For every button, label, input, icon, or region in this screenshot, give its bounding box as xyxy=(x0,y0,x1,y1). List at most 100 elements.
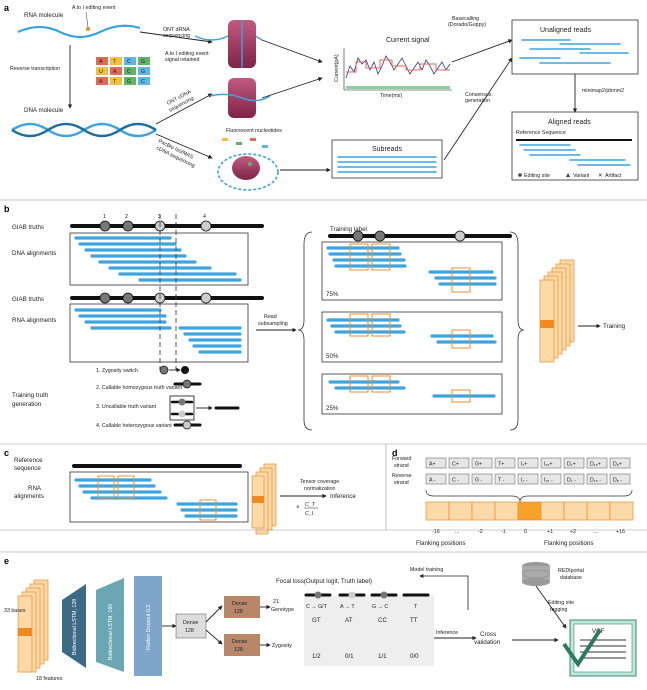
reverse-cell xyxy=(517,473,539,485)
consensus-label: Consensus xyxy=(465,92,492,98)
svg-text:DNA alignments: DNA alignments xyxy=(12,250,56,257)
svg-text:database: database xyxy=(560,575,582,581)
svg-text:G: G xyxy=(127,79,131,85)
svg-text:Unaligned reads: Unaligned reads xyxy=(540,27,591,34)
flank-right-label: Flanking positions xyxy=(544,540,594,547)
genotype-table xyxy=(304,596,434,666)
model-training-label: Model training xyxy=(410,567,443,573)
rna-alignments-box xyxy=(69,303,249,363)
rna-strand xyxy=(17,24,141,39)
position-cell xyxy=(425,501,450,521)
svg-text:GIAB truths: GIAB truths xyxy=(12,224,44,231)
forward-cell xyxy=(563,457,585,469)
svg-text:Current(pA): Current(pA) xyxy=(334,54,340,82)
panel-label-c: c xyxy=(4,448,9,458)
svg-text:25%: 25% xyxy=(326,405,339,412)
svg-text:T: T xyxy=(113,79,117,85)
panel-label-e: e xyxy=(4,556,9,566)
position-label: +16 xyxy=(616,529,625,535)
forward-cell-label: T+ xyxy=(498,462,504,468)
reverse-cell xyxy=(540,473,562,485)
svg-text:1/2: 1/2 xyxy=(312,653,321,660)
svg-text:strand: strand xyxy=(394,463,409,469)
svg-text:G: G xyxy=(141,69,145,75)
dna-helix xyxy=(11,122,157,138)
svg-text:U: U xyxy=(99,69,103,75)
reverse-cell-label: D₁ - xyxy=(567,478,576,484)
vcf-file-icon: VCF xyxy=(562,619,637,677)
svg-text:generation: generation xyxy=(465,98,490,104)
svg-text:C: C xyxy=(127,59,131,65)
reverse-transcription-label: Reverse transcription xyxy=(10,66,60,72)
forward-cell xyxy=(471,457,493,469)
position-cell xyxy=(586,501,611,521)
svg-text:18 features: 18 features xyxy=(36,676,63,682)
svg-text:Artifact: Artifact xyxy=(605,173,622,179)
position-cell xyxy=(448,501,473,521)
svg-text:Subreads: Subreads xyxy=(372,146,402,153)
subreads-box: Subreads xyxy=(331,139,443,179)
svg-text:Reference: Reference xyxy=(14,457,43,464)
panel-b: b GIAB truths DNA alignments 1 2 3 4 GIA… xyxy=(4,204,626,431)
svg-text:Reverse: Reverse xyxy=(392,473,412,479)
svg-text:G: G xyxy=(141,59,145,65)
basecalling-label: Basecalling xyxy=(452,16,479,22)
reverse-cell-label: C - xyxy=(452,478,459,484)
dense-main-block xyxy=(175,613,207,639)
nanopore-drna xyxy=(194,20,263,68)
unaligned-reads-box: Unaligned reads xyxy=(511,19,639,75)
svg-text:Bidirectional LSTM, 160: Bidirectional LSTM, 160 xyxy=(108,604,114,660)
svg-text:RNA alignments: RNA alignments xyxy=(12,317,56,324)
forward-cell xyxy=(448,457,470,469)
svg-text:C: C xyxy=(127,69,131,75)
lstm-2-block xyxy=(96,578,124,672)
reverse-cell-label: D₁₅ - xyxy=(590,478,601,484)
reverse-cell xyxy=(609,473,631,485)
flank-left-label: Flanking positions xyxy=(416,540,466,547)
forward-cell-label: Dₑ+ xyxy=(613,462,622,468)
svg-text:Dense: Dense xyxy=(183,620,198,626)
svg-text:alignments: alignments xyxy=(14,493,44,500)
svg-text:2. Callable homozygous truth v: 2. Callable homozygous truth variant xyxy=(96,385,183,391)
svg-text:normalization: normalization xyxy=(304,486,336,492)
svg-text:21: 21 xyxy=(273,599,279,605)
svg-text:128: 128 xyxy=(234,647,243,653)
svg-text:Bidirectional LSTM, 128: Bidirectional LSTM, 128 xyxy=(72,599,78,655)
svg-text:signal retained: signal retained xyxy=(165,57,200,63)
svg-text:1/1: 1/1 xyxy=(378,653,387,660)
svg-text:128: 128 xyxy=(185,628,194,634)
forward-cell xyxy=(494,457,516,469)
svg-text:generation: generation xyxy=(12,401,42,408)
reverse-cell-label: A - xyxy=(429,478,436,484)
pacbio-polymerase xyxy=(217,138,279,191)
svg-text:TT: TT xyxy=(410,617,418,624)
svg-text:G → C: G → C xyxy=(372,604,388,610)
svg-text:Zygosity: Zygosity xyxy=(272,643,292,649)
svg-text:A → T: A → T xyxy=(340,604,355,610)
nanopore-cdna xyxy=(209,78,271,118)
svg-text:3: 3 xyxy=(158,214,161,220)
svg-text:strand: strand xyxy=(394,480,409,486)
svg-text:×: × xyxy=(296,504,300,511)
position-cell xyxy=(540,501,565,521)
svg-text:Inference: Inference xyxy=(436,630,458,636)
position-label: +2 xyxy=(570,529,576,535)
forward-cell-label: G+ xyxy=(475,462,482,468)
position-cell xyxy=(517,501,542,521)
reverse-cell-label: I₁₅ - xyxy=(544,478,553,484)
editing-site-marker xyxy=(85,26,91,32)
svg-text:A: A xyxy=(113,69,117,75)
strand-feature-grid: A+C+G+T+I₁+I₁₅+D₁+D₁₅+Dₑ+A -C -G -T -I₁ … xyxy=(425,457,631,485)
svg-text:128: 128 xyxy=(234,609,243,615)
signal-retained-label: A to I editing event xyxy=(165,51,209,57)
reverse-cell xyxy=(471,473,493,485)
forward-cell-label: I₁+ xyxy=(521,462,527,468)
forward-cell-label: D₁₅+ xyxy=(590,462,601,468)
svg-text:A: A xyxy=(99,59,103,65)
svg-text:A: A xyxy=(99,79,103,85)
position-cell xyxy=(494,501,519,521)
svg-text:(Dorado/Guppy): (Dorado/Guppy) xyxy=(448,22,486,28)
svg-text:Forward: Forward xyxy=(392,456,411,462)
forward-cell xyxy=(517,457,539,469)
